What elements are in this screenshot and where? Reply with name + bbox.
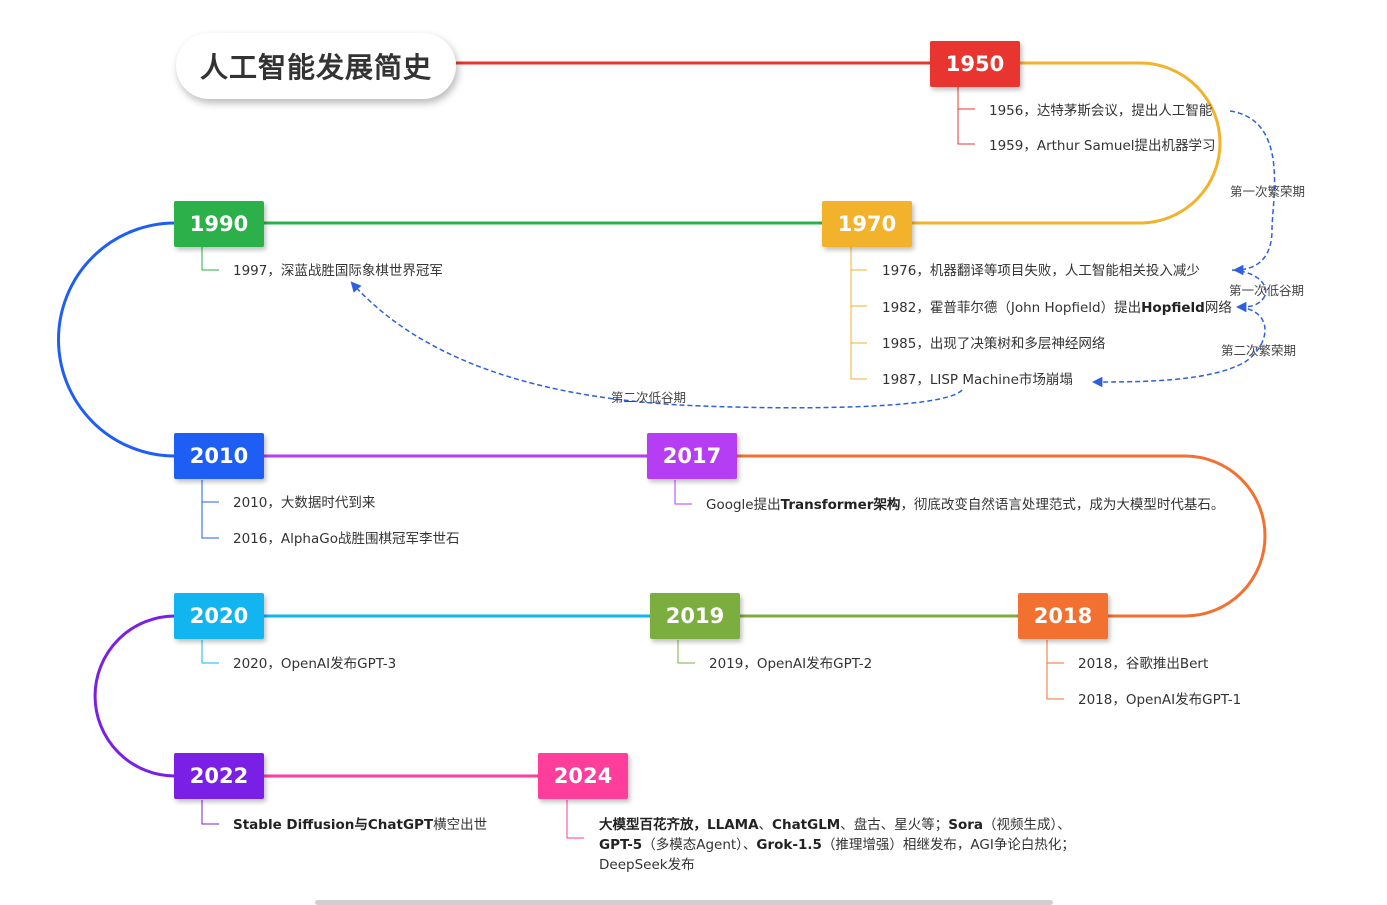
note-2016: 2016，AlphaGo战胜围棋冠军李世石 xyxy=(233,531,460,547)
note-2017-tail: ，彻底改变自然语言处理范式，成为大模型时代基石。 xyxy=(900,497,1225,513)
note-2010: 2010，大数据时代到来 xyxy=(233,495,376,511)
note-2019: 2019，OpenAI发布GPT-2 xyxy=(709,656,873,672)
note-2022: Stable Diffusion与ChatGPT横空出世 xyxy=(233,815,487,835)
note-1982-text: 1982，霍普菲尔德（John Hopfield）提出 xyxy=(882,300,1142,316)
year-label: 2017 xyxy=(662,444,722,468)
note-2017: Google提出Transformer架构，彻底改变自然语言处理范式，成为大模型… xyxy=(706,495,1224,515)
note-2017-bold: Transformer xyxy=(780,497,874,513)
note-2024-sep: 、 xyxy=(758,817,773,833)
note-2024-line3: DeepSeek发布 xyxy=(599,857,695,873)
year-node-2018: 2018 xyxy=(1018,593,1108,639)
year-label: 2018 xyxy=(1033,604,1093,628)
bracket-2024 xyxy=(566,800,584,839)
note-1982: 1982，霍普菲尔德（John Hopfield）提出Hopfield网络 xyxy=(882,298,1232,318)
note-2024-gpt5: GPT-5 xyxy=(599,837,643,853)
year-node-1990: 1990 xyxy=(174,201,264,247)
year-label: 2019 xyxy=(665,604,725,628)
year-node-2024: 2024 xyxy=(538,753,628,799)
phase-label-low1: 第一次低谷期 xyxy=(1229,283,1305,298)
year-node-1970: 1970 xyxy=(822,201,912,247)
phase-arrow-low2 xyxy=(350,281,963,409)
phase-arrow-boom2 xyxy=(1091,306,1266,388)
year-label: 2022 xyxy=(189,764,249,788)
note-2024-llama: LLAMA xyxy=(707,817,759,833)
note-2022-bold: Stable Diffusion xyxy=(233,817,355,833)
note-2024-grok: Grok-1.5 xyxy=(756,837,822,853)
phase-label-boom1: 第一次繁荣期 xyxy=(1230,184,1306,199)
bracket-1970 xyxy=(850,247,867,380)
connector-1990-2010 xyxy=(57,221,176,458)
year-node-2010: 2010 xyxy=(174,433,264,479)
connector-1950-1970 xyxy=(912,61,1222,225)
year-label: 2024 xyxy=(553,764,613,788)
note-1997: 1997，深蓝战胜国际象棋世界冠军 xyxy=(233,263,443,279)
note-2020: 2020，OpenAI发布GPT-3 xyxy=(233,656,397,672)
note-2024-text-4: （推理增强）相继发布，AGI争论白热化； xyxy=(821,837,1075,853)
year-node-2019: 2019 xyxy=(650,593,740,639)
year-node-1950: 1950 xyxy=(930,41,1020,87)
phase-label-boom2: 第二次繁荣期 xyxy=(1221,343,1297,358)
bracket-2018 xyxy=(1046,640,1064,700)
year-label: 1990 xyxy=(189,212,249,236)
note-2017-text: Google提出 xyxy=(706,497,781,513)
note-2022-tail: 横空出世 xyxy=(433,817,488,833)
connector-2017-2018 xyxy=(737,454,1267,618)
bracket-1990 xyxy=(201,247,219,271)
note-2017-bold-2: 架构 xyxy=(873,497,901,513)
bracket-2022 xyxy=(201,800,219,825)
note-1959: 1959，Arthur Samuel提出机器学习 xyxy=(989,138,1216,154)
connector-2020-2022 xyxy=(93,614,176,778)
note-2018-bert: 2018，谷歌推出Bert xyxy=(1078,656,1209,672)
note-1987: 1987，LISP Machine市场崩塌 xyxy=(882,372,1073,388)
bracket-2010 xyxy=(201,480,219,539)
page-title: 人工智能发展简史 xyxy=(199,51,432,84)
year-label: 1950 xyxy=(945,52,1005,76)
phase-arrow-low1 xyxy=(1231,269,1267,313)
year-node-2022: 2022 xyxy=(174,753,264,799)
phase-label-low2: 第二次低谷期 xyxy=(611,390,687,405)
bracket-2019 xyxy=(677,640,695,664)
note-2018-gpt1: 2018，OpenAI发布GPT-1 xyxy=(1078,692,1242,708)
note-2024-text-3: （多模态Agent）、 xyxy=(642,837,757,853)
note-2024-chatglm: ChatGLM xyxy=(772,817,841,833)
note-2024-sora: Sora xyxy=(948,817,984,833)
year-label: 2020 xyxy=(189,604,249,628)
note-2024-bold: 大模型百花齐放， xyxy=(599,817,707,833)
note-1982-bold: Hopfield xyxy=(1141,300,1205,316)
note-1982-tail: 网络 xyxy=(1204,300,1232,316)
bracket-1950 xyxy=(957,87,975,145)
year-node-2020: 2020 xyxy=(174,593,264,639)
note-2024-text-2: （视频生成）、 xyxy=(983,817,1071,833)
phase-arrow-boom1 xyxy=(1229,110,1276,276)
note-2022-bold-2: ChatGPT xyxy=(367,817,434,833)
bracket-2017 xyxy=(674,480,692,505)
year-label: 1970 xyxy=(837,212,897,236)
year-label: 2010 xyxy=(189,444,249,468)
title-card: 人工智能发展简史 xyxy=(176,33,456,99)
note-1956: 1956，达特茅斯会议，提出人工智能 xyxy=(989,103,1213,119)
note-1985: 1985，出现了决策树和多层神经网络 xyxy=(882,336,1106,352)
note-1976: 1976，机器翻译等项目失败，人工智能相关投入减少 xyxy=(882,263,1200,279)
note-2022-joiner: 与 xyxy=(354,817,368,833)
bracket-2020 xyxy=(201,640,219,664)
note-2024-line1: 大模型百花齐放，LLAMA、ChatGLM、盘古、星火等；Sora（视频生成）、 xyxy=(599,815,1071,835)
scrollbar[interactable] xyxy=(315,900,1053,905)
note-2024-line2: GPT-5（多模态Agent）、Grok-1.5（推理增强）相继发布，AGI争论… xyxy=(599,835,1075,855)
year-node-2017: 2017 xyxy=(647,433,737,479)
note-2024-text: 、盘古、星火等； xyxy=(840,817,949,833)
